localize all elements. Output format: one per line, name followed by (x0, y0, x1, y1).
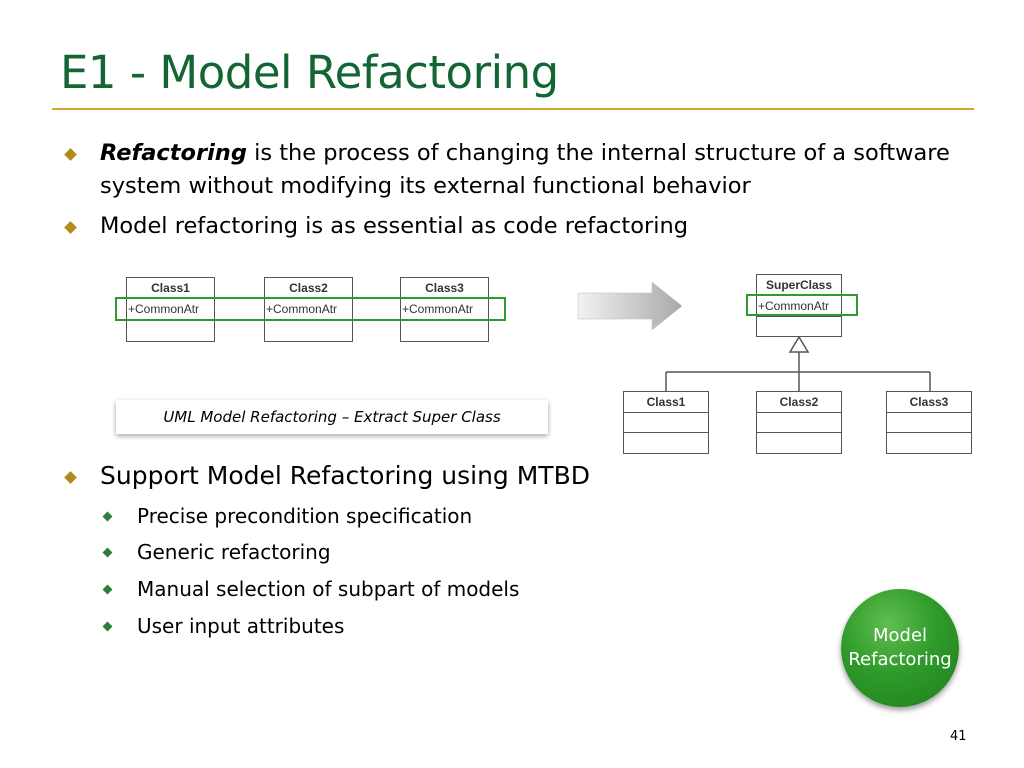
common-attribute-highlight (115, 297, 506, 321)
uml-superclass-box: SuperClass +CommonAtr (756, 274, 842, 337)
sub-bullet-item: Generic refactoring (137, 540, 331, 564)
title-divider (52, 108, 974, 110)
uml-attributes-section (624, 413, 708, 433)
uml-attribute: +CommonAtr (757, 296, 841, 317)
bullet-refactoring-text: is the process of changing the internal … (246, 140, 950, 166)
refactor-arrow-icon (577, 281, 683, 331)
badge-line1: Model (872, 625, 928, 646)
inheritance-lines (665, 352, 931, 391)
generalization-triangle-icon (788, 335, 810, 353)
uml-class-name: SuperClass (757, 275, 841, 296)
refactoring-term: Refactoring (100, 140, 247, 166)
uml-class-name: Class1 (624, 392, 708, 413)
badge-line2: Refactoring (848, 649, 952, 670)
uml-class-box: Class2 (756, 391, 842, 454)
uml-class-name: Class3 (887, 392, 971, 413)
diagram-caption: UML Model Refactoring – Extract Super Cl… (116, 400, 548, 434)
model-refactoring-badge: Model Refactoring (841, 589, 959, 707)
uml-class-box: Class3 (886, 391, 972, 454)
bullet-model-refactoring: Model refactoring is as essential as cod… (100, 213, 688, 239)
bullet-refactoring-line2: system without modifying its external fu… (100, 173, 751, 199)
uml-attributes-section (757, 413, 841, 433)
slide-title: E1 - Model Refactoring (60, 46, 559, 99)
sub-bullet-item: Precise precondition specification (137, 504, 473, 528)
sub-bullet-item: User input attributes (137, 614, 345, 638)
uml-operations-section (757, 433, 841, 452)
sub-bullet-item: Manual selection of subpart of models (137, 577, 520, 601)
uml-operations-section (887, 433, 971, 452)
uml-attributes-section (887, 413, 971, 433)
uml-class-name: Class2 (757, 392, 841, 413)
uml-operations-section (757, 317, 841, 336)
uml-operations-section (624, 433, 708, 452)
uml-class-box: Class3 +CommonAtr (400, 277, 489, 342)
uml-class-box: Class1 (623, 391, 709, 454)
bullet-support-mtbd: Support Model Refactoring using MTBD (100, 461, 590, 490)
common-attribute-highlight (746, 294, 858, 316)
page-number: 41 (950, 729, 967, 744)
bullet-refactoring-line1: Refactoring is the process of changing t… (100, 137, 950, 170)
